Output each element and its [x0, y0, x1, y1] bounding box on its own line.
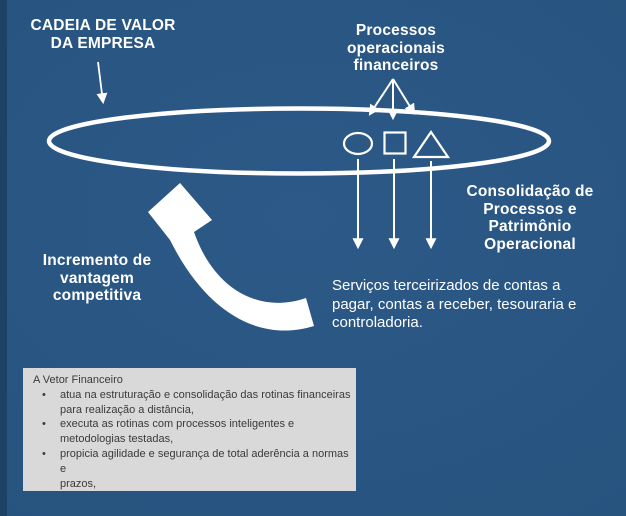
- outsourced-services-text: Serviços terceirizados de contas a pagar…: [332, 277, 577, 331]
- triangle-shape-icon: [411, 130, 451, 159]
- info-box-bullet: executa as rotinas com processos intelig…: [31, 417, 352, 447]
- consolidation-label: Consolidação de Processos e Patrimônio O…: [466, 183, 594, 253]
- info-box-bullet: propicia agilidade e segurança de total …: [31, 447, 352, 491]
- value-chain-label: CADEIA DE VALOR DA EMPRESA: [30, 17, 176, 52]
- value-chain-ellipse-icon: [46, 106, 552, 176]
- slide-left-edge-shadow: [0, 0, 7, 516]
- info-box-title: A Vetor Financeiro: [33, 374, 123, 386]
- curved-feedback-arrow-icon: [148, 183, 314, 331]
- fan-arrow-left-icon: [368, 78, 394, 116]
- square-shape-icon: [383, 131, 407, 155]
- oval-shape-icon: [342, 131, 374, 156]
- info-box: A Vetor Financeiro atua na estruturação …: [23, 368, 356, 491]
- info-box-bullet-list: atua na estruturação e consolidação das …: [31, 388, 352, 491]
- info-box-bullet: atua na estruturação e consolidação das …: [31, 388, 352, 418]
- fan-arrow-right-icon: [392, 78, 416, 115]
- competitive-advantage-label: Incremento de vantagem competitiva: [42, 252, 152, 304]
- operational-processes-label: Processos operacionais financeiros: [346, 22, 446, 74]
- value-chain-pointer-arrow-icon: [96, 61, 108, 105]
